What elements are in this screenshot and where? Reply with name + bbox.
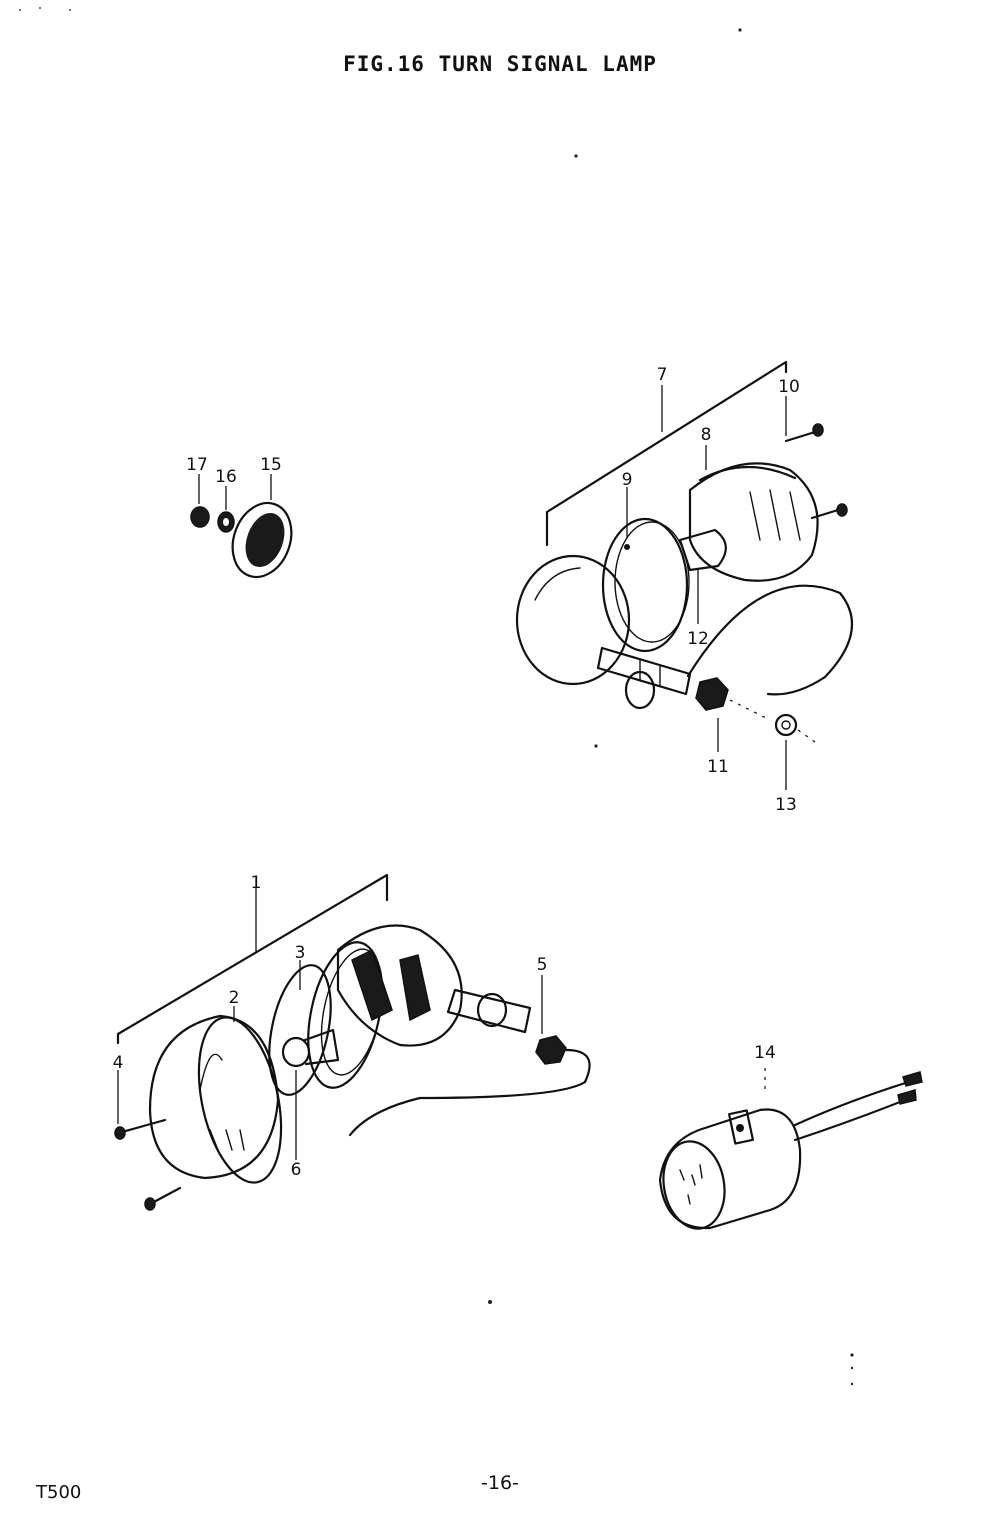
housing-1 [336, 924, 463, 1047]
callout-5: 5 [537, 955, 548, 975]
lens-cover-2 [148, 1014, 280, 1180]
flasher-relay-14 [658, 1068, 923, 1230]
callout-10: 10 [778, 377, 800, 397]
wire-7 [686, 584, 854, 696]
callout-16: 16 [215, 467, 237, 487]
screw-4a [120, 1118, 167, 1134]
lens-dome [515, 554, 631, 686]
page-title: FIG.16 TURN SIGNAL LAMP [343, 52, 657, 76]
screw-4b [150, 1186, 182, 1205]
wire-1 [348, 1048, 591, 1137]
callout-6: 6 [291, 1160, 302, 1180]
scan-specks [19, 7, 854, 1386]
callout-9: 9 [622, 470, 633, 490]
screw-10b [810, 508, 840, 520]
washer-13 [774, 713, 798, 737]
callout-1: 1 [251, 873, 262, 893]
bulb-6 [281, 1036, 311, 1068]
callout-2: 2 [229, 988, 240, 1008]
reflector-15 [231, 501, 293, 579]
model-code: T500 [36, 1482, 82, 1503]
page-number: -16- [481, 1472, 519, 1494]
gasket-3 [268, 964, 332, 1096]
lamp-assembly-1 [114, 873, 591, 1211]
lamp-assembly-7 [515, 360, 854, 790]
callout-13: 13 [775, 795, 797, 815]
connector-5 [535, 1035, 567, 1065]
callout-17: 17 [186, 455, 208, 475]
callout-3: 3 [295, 943, 306, 963]
bracket-7 [545, 360, 788, 547]
callout-8: 8 [701, 425, 712, 445]
callout-11: 11 [707, 757, 729, 777]
bracket-1 [116, 873, 389, 1045]
callout-labels: 1 2 3 4 5 6 7 8 9 10 11 12 13 14 15 16 1… [113, 365, 800, 1180]
nut-17 [190, 506, 210, 528]
callout-7: 7 [657, 365, 668, 385]
reflector-group-15-17 [190, 474, 293, 579]
screw-10a [784, 430, 817, 443]
callout-12: 12 [687, 629, 709, 649]
callout-15: 15 [260, 455, 282, 475]
callout-14: 14 [754, 1043, 776, 1063]
nut-11 [695, 677, 729, 711]
callout-4: 4 [113, 1053, 124, 1073]
housing-8 [688, 462, 819, 582]
